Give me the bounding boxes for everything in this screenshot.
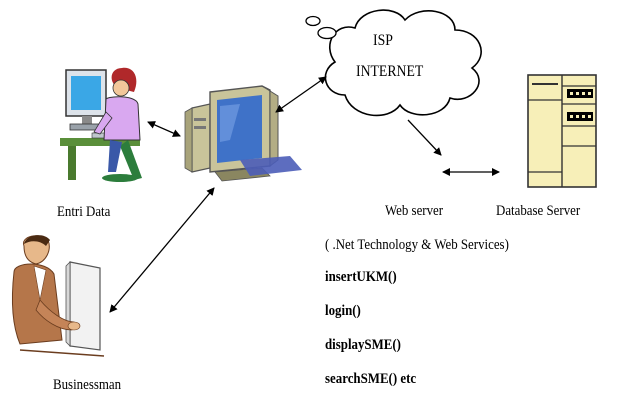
label-web-server: Web server: [385, 203, 444, 219]
internet-cloud-icon: [305, 9, 482, 117]
connectors: [109, 76, 500, 313]
method-display-sme: displaySME(): [325, 337, 401, 353]
businessman-icon: [11, 235, 105, 357]
client-computer-icon: [184, 85, 302, 182]
database-server-icon: [527, 74, 597, 188]
arrow-cloud-webserver: [407, 119, 442, 156]
arrow-pc-cloud: [275, 76, 327, 113]
cloud-label-isp: ISP: [373, 32, 393, 49]
method-insert-ukm: insertUKM(): [325, 269, 397, 285]
label-database-server: Database Server: [496, 203, 581, 219]
label-businessman: Businessman: [53, 377, 122, 393]
label-entri-data: Entri Data: [57, 204, 111, 220]
arrow-businessman-pc: [109, 187, 215, 313]
data-entry-workstation-icon: [60, 67, 142, 182]
web-services-heading: ( .Net Technology & Web Services): [325, 237, 509, 253]
arrow-workstation-pc: [147, 121, 181, 137]
method-search-sme: searchSME() etc: [325, 371, 417, 387]
cloud-label-internet: INTERNET: [356, 63, 424, 80]
method-login: login(): [325, 303, 361, 319]
